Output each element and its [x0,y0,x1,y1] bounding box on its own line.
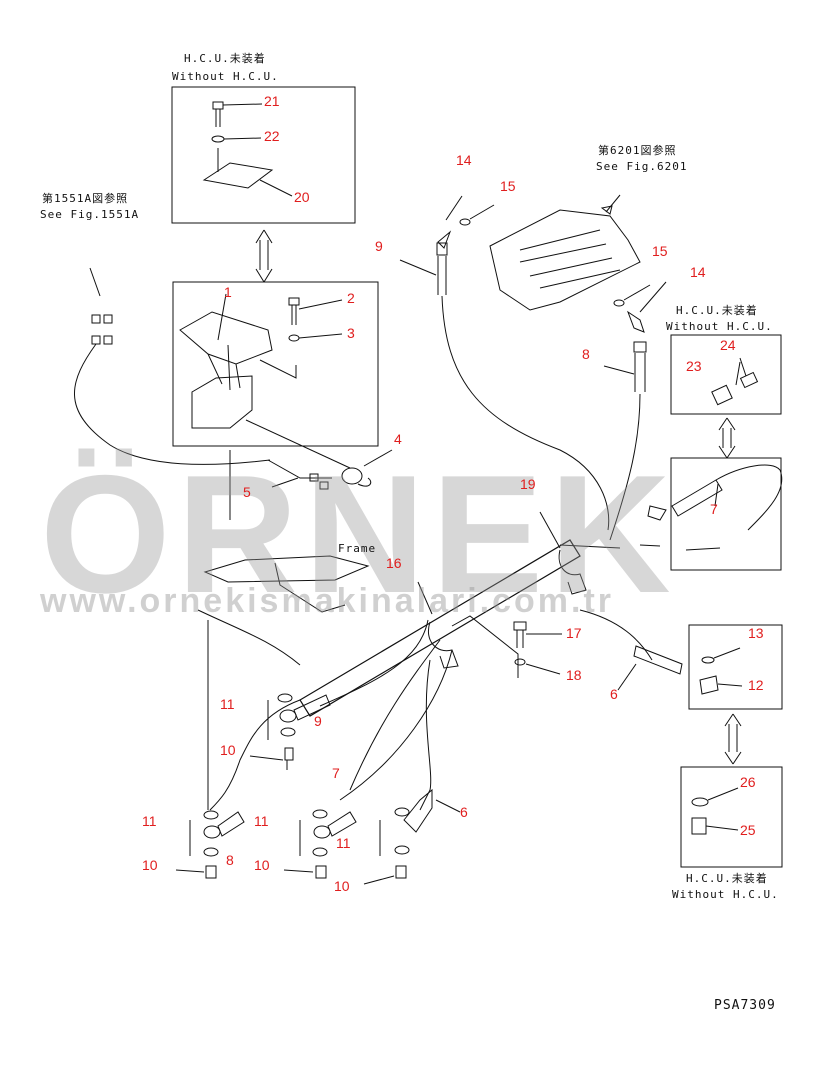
part-number: 22 [264,128,280,144]
valve-box-main [172,281,379,447]
part-number: 26 [740,774,756,790]
watermark-url: www.ornekismakinalari.com.tr [40,582,615,620]
note-hcu-top-jp: H.C.U.未装着 [184,52,266,65]
part-number: 17 [566,625,582,641]
part-number: 16 [386,555,402,571]
watermark-brand: ÖRNEK [40,440,677,628]
part-number: 10 [334,878,350,894]
part-number: 24 [720,337,736,353]
part-number: 14 [690,264,706,280]
part-number: 15 [500,178,516,194]
part-number: 23 [686,358,702,374]
part-number: 21 [264,93,280,109]
part-number: 3 [347,325,355,341]
part-number: 11 [142,813,157,829]
part-number: 25 [740,822,756,838]
hcu-box-right [670,334,782,415]
part-number: 4 [394,431,402,447]
hcu-box-12-13 [688,624,783,710]
drawing-code: PSA7309 [714,998,776,1013]
note-hcu-right-jp: H.C.U.未装着 [676,304,758,317]
part-number: 8 [226,852,234,868]
part-number: 11 [336,835,351,851]
note-fig6201-en: See Fig.6201 [596,160,688,173]
part-number: 6 [460,804,468,820]
note-fig6201-jp: 第6201図参照 [598,144,677,157]
hose-box [670,457,782,571]
note-fig1551-en: See Fig.1551A [40,208,140,221]
part-number: 10 [254,857,270,873]
part-number: 12 [748,677,764,693]
note-hcu-top-en: Without H.C.U. [172,70,279,83]
part-number: 8 [582,346,590,362]
part-number: 10 [220,742,236,758]
part-number: 1 [224,284,232,300]
note-hcu-right-en: Without H.C.U. [666,320,773,333]
part-number: 7 [710,501,718,517]
part-number: 11 [220,696,235,712]
part-number: 5 [243,484,251,500]
part-number: 10 [142,857,158,873]
part-number: 20 [294,189,310,205]
part-number: 6 [610,686,618,702]
note-frame: Frame [338,542,377,555]
hcu-box-25-26 [680,766,783,868]
part-number: 19 [520,476,536,492]
note-fig1551-jp: 第1551A図参照 [42,192,129,205]
part-number: 9 [314,713,322,729]
part-number: 18 [566,667,582,683]
part-number: 9 [375,238,383,254]
note-hcu-bottom-jp: H.C.U.未装着 [686,872,768,885]
part-number: 11 [254,813,269,829]
part-number: 2 [347,290,355,306]
hcu-box-top [171,86,356,224]
part-number: 15 [652,243,668,259]
part-number: 13 [748,625,764,641]
part-number: 7 [332,765,340,781]
part-number: 14 [456,152,472,168]
note-hcu-bottom-en: Without H.C.U. [672,888,779,901]
